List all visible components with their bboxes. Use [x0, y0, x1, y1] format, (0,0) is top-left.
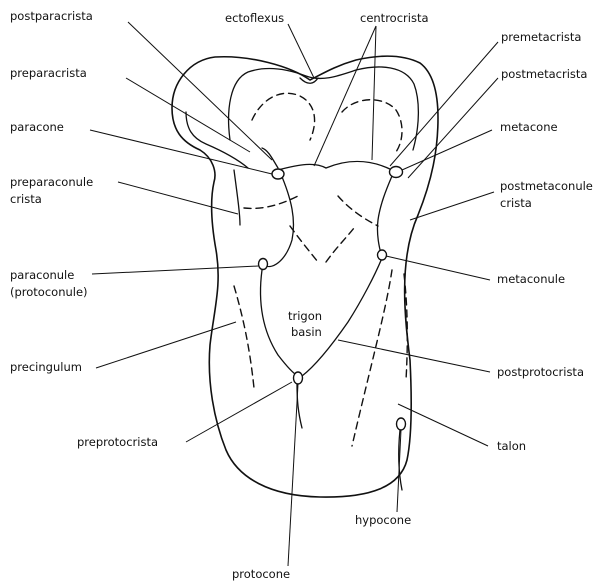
tooth-drawing — [172, 56, 438, 497]
label-postparacrista: postparacrista — [10, 9, 93, 23]
leader-preparaconule — [118, 182, 238, 214]
label-paraconule-line2: (protoconule) — [10, 285, 88, 299]
label-paracone: paracone — [10, 120, 64, 134]
preprotocrista-crest — [262, 172, 294, 267]
label-paraconule-line1: paraconule — [10, 268, 74, 282]
metacone-lower-dashed — [338, 196, 378, 226]
label-preprotocrista: preprotocrista — [77, 435, 158, 449]
label-talon: talon — [497, 439, 526, 453]
paracone-cusp — [272, 169, 284, 179]
hypocone-cusp — [397, 418, 406, 430]
label-preparaconule-line2: crista — [10, 192, 42, 206]
leader-protocone — [288, 384, 298, 566]
label-preparacrista: preparacrista — [10, 66, 87, 80]
preparacrista-crest — [234, 170, 240, 225]
label-postmetacrista: postmetacrista — [501, 67, 587, 81]
label-metaconule: metaconule — [497, 272, 565, 286]
talon-dashed — [352, 270, 392, 446]
label-postmetaconule-line2: crista — [500, 196, 532, 210]
metaconule-cusp — [378, 250, 387, 260]
label-preparaconule-line1: preparaconule — [10, 175, 93, 189]
tooth-outline — [172, 56, 438, 497]
label-premetacrista: premetacrista — [501, 30, 581, 44]
buccal-ridge — [229, 67, 419, 150]
label-centrocrista: centrocrista — [360, 11, 429, 25]
label-postmetaconule-line1: postmetaconule — [500, 179, 593, 193]
label-metacone: metacone — [500, 120, 558, 134]
label-hypocone: hypocone — [355, 513, 411, 527]
label-basin: basin — [291, 325, 322, 339]
leader-preprotocrista — [186, 382, 292, 442]
leader-precingulum — [96, 322, 236, 368]
paracone-dashed-ridge — [252, 93, 315, 140]
leader-centrocrista-b — [372, 26, 376, 160]
protocone-left-crest — [261, 270, 298, 376]
centrocrista-crest — [278, 162, 392, 171]
trigon-left-dashed — [290, 226, 318, 262]
metacone-cusp — [390, 167, 403, 178]
label-trigon: trigon — [288, 309, 322, 323]
leader-paraconule — [92, 266, 258, 274]
leader-postparacrista — [128, 22, 272, 160]
trigon-right-dashed — [326, 228, 354, 262]
protocone-cusp — [294, 372, 303, 384]
leader-postprotocrista — [338, 340, 490, 372]
leader-postmetaconule — [410, 192, 494, 220]
label-ectoflexus: ectoflexus — [225, 11, 284, 25]
paracone-outer-ridge — [186, 112, 248, 168]
leader-preparacrista — [126, 78, 250, 152]
label-precingulum: precingulum — [10, 360, 82, 374]
paraconule-cusp — [259, 259, 268, 270]
label-postprotocrista: postprotocrista — [497, 365, 584, 379]
leader-premetacrista — [390, 42, 498, 166]
leader-metaconule — [386, 256, 490, 280]
label-protocone: protocone — [232, 567, 290, 581]
precingulum-dashed — [234, 286, 254, 388]
leader-centrocrista-a — [314, 26, 376, 166]
postmetacrista-crest — [377, 176, 392, 258]
